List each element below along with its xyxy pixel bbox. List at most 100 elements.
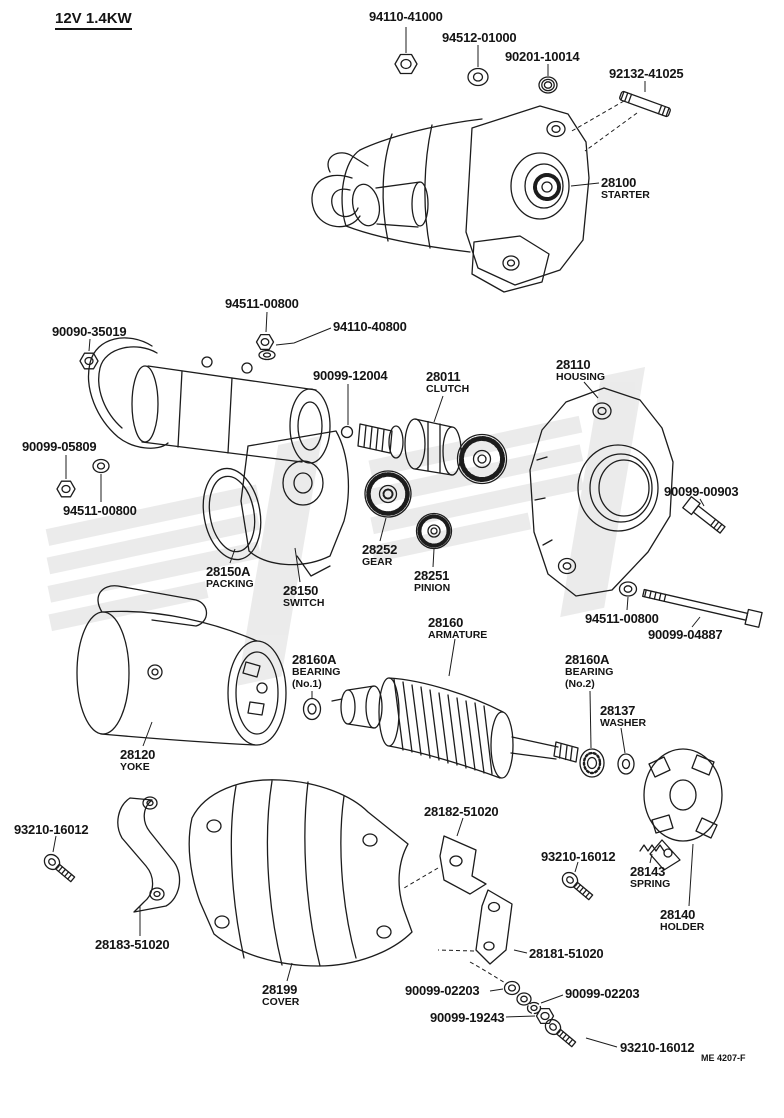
part-number-text: 94110-40800 — [333, 319, 407, 334]
part-number-text: 28181-51020 — [529, 946, 604, 961]
yoke-drawing — [76, 585, 287, 746]
part-number-text: 90099-00903 — [664, 484, 739, 499]
part-number-text: 90201-10014 — [505, 49, 580, 64]
nut-94511-00800-a-drawing — [255, 333, 276, 361]
part-number-text: 92132-41025 — [609, 66, 684, 81]
label-92132-41025: 92132-41025 — [609, 66, 684, 81]
part-name-text: ARMATURE — [428, 629, 488, 642]
bolt-90099-00903-drawing — [682, 496, 726, 534]
washer-28137-drawing — [617, 753, 635, 775]
part-name-text: BEARING — [292, 666, 341, 679]
bracket-28183-drawing — [117, 796, 181, 913]
cover-28199-drawing — [188, 779, 413, 967]
spec-heading: 12V 1.4KW — [55, 10, 132, 30]
clutch-drawing — [357, 418, 508, 485]
part-number-text: 90099-02203 — [565, 986, 640, 1001]
part-name-text: BEARING — [565, 666, 614, 679]
part-name-text: (No.1) — [292, 677, 322, 690]
screw-93210-16012-left-drawing — [43, 853, 76, 883]
nut-90099-05809-drawing — [56, 480, 76, 498]
washer-94511-00800-b-drawing — [92, 458, 110, 474]
doc-code: ME 4207-F — [701, 1053, 746, 1063]
part-name-text: STARTER — [601, 189, 650, 202]
part-name-text: WASHER — [600, 717, 647, 730]
part-number-text: 28160A — [565, 652, 610, 667]
part-number-text: 93210-16012 — [14, 822, 89, 837]
bearing-28160A-no1-drawing — [302, 697, 322, 721]
watermark — [45, 367, 646, 686]
label-90201-10014: 90201-10014 — [505, 49, 580, 64]
washer-90201-10014-drawing — [538, 76, 558, 94]
label-28183-51020: 28183-51020 — [95, 937, 170, 952]
label-94511-00800-b: 94511-00800 — [63, 503, 137, 518]
part-number-text: 90090-35019 — [52, 324, 127, 339]
part-name-text: SWITCH — [283, 597, 325, 610]
washer-94512-01000-drawing — [467, 67, 489, 87]
part-number-text: 28110 — [556, 357, 591, 372]
label-90099-00903: 90099-00903 — [664, 484, 739, 499]
part-name-text: HOLDER — [660, 921, 705, 934]
part-name-text: HOUSING — [556, 371, 606, 384]
part-name-text: CLUTCH — [426, 383, 470, 396]
label-90099-12004: 90099-12004 — [313, 368, 388, 383]
washer-90099-02203-b-drawing — [516, 992, 532, 1006]
part-number-text: 28160A — [292, 652, 337, 667]
gear-28252-drawing — [364, 470, 412, 518]
part-number-text: 28252 — [362, 542, 398, 557]
bracket-28181-drawing — [475, 889, 513, 965]
bolt-90099-04887-drawing — [642, 588, 763, 628]
washer-90099-02203-a-drawing — [503, 980, 521, 996]
part-number-text: 28100 — [601, 175, 637, 190]
part-number-text: 93210-16012 — [541, 849, 616, 864]
part-name-text: PACKING — [206, 578, 254, 591]
label-93210-16012-c: 93210-16012 — [620, 1040, 695, 1055]
bracket-28182-drawing — [439, 835, 487, 895]
part-number-text: 28199 — [262, 982, 298, 997]
nut-94110-41000-drawing — [394, 53, 418, 75]
part-name-text: (No.2) — [565, 677, 595, 690]
stud-92132-41025-drawing — [619, 90, 671, 118]
label-28181-51020: 28181-51020 — [529, 946, 604, 961]
screw-93210-16012-right-drawing — [561, 871, 594, 901]
part-number-text: 93210-16012 — [620, 1040, 695, 1055]
label-93210-16012-b: 93210-16012 — [541, 849, 616, 864]
label-94511-00800-c: 94511-00800 — [585, 611, 659, 626]
label-90099-02203-b: 90099-02203 — [565, 986, 640, 1001]
label-94110-41000: 94110-41000 — [369, 9, 443, 24]
part-number-text: 28150 — [283, 583, 319, 598]
label-28182-51020: 28182-51020 — [424, 804, 499, 819]
part-number-text: 94110-41000 — [369, 9, 443, 24]
brush-holder-28140-drawing — [643, 748, 723, 871]
part-name-text: PINION — [414, 582, 451, 595]
part-number-text: 90099-02203 — [405, 983, 480, 998]
armature-drawing — [302, 677, 635, 779]
part-number-text: 28251 — [414, 568, 450, 583]
part-number-text: 94512-01000 — [442, 30, 517, 45]
part-name-text: GEAR — [362, 556, 393, 569]
screw-93210-16012-bottom-drawing — [544, 1018, 577, 1048]
pinion-28251-drawing — [415, 512, 453, 550]
label-90099-05809: 90099-05809 — [22, 439, 97, 454]
bearing-28160A-no2-drawing — [579, 748, 605, 778]
nut-90090-35019-drawing — [79, 352, 99, 370]
part-number-text: 90099-05809 — [22, 439, 97, 454]
part-number-text: 94511-00800 — [63, 503, 137, 518]
starter-assembly-drawing — [311, 105, 590, 293]
washer-94511-00800-c-drawing — [618, 581, 638, 597]
part-number-text: 94511-00800 — [585, 611, 659, 626]
part-number-text: 90099-12004 — [313, 368, 388, 383]
label-90090-35019: 90090-35019 — [52, 324, 127, 339]
part-number-text: 90099-19243 — [430, 1010, 505, 1025]
spring-28143-drawing — [639, 844, 665, 852]
part-number-text: 28011 — [426, 369, 461, 384]
